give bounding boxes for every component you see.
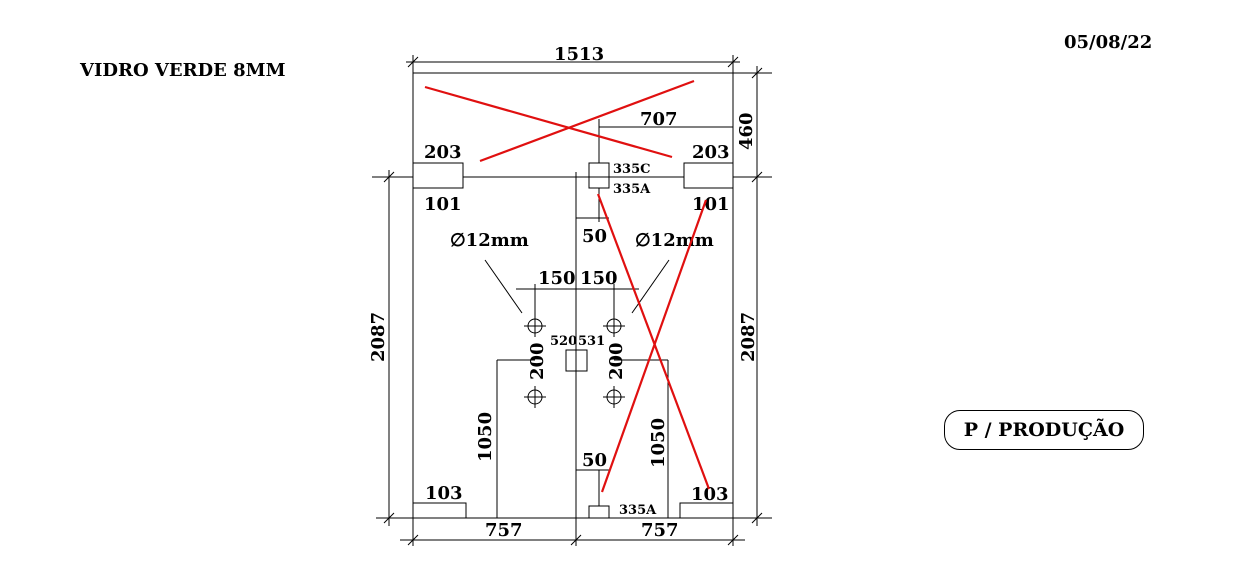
hinge-top-right-code: 101 — [692, 194, 730, 215]
center-label-left: 520 — [550, 334, 577, 349]
dim-handle-height-left: 1050 — [475, 359, 535, 518]
center-knob: 520 531 — [550, 334, 605, 372]
pivot-bottom-right-code: 103 — [691, 484, 729, 505]
pivot-bottom-left-code: 103 — [425, 483, 463, 504]
dim-center-top-offset: 50 — [582, 226, 607, 247]
dim-bottom-right-text: 757 — [641, 520, 679, 541]
production-badge-label: P / PRODUÇÃO — [963, 419, 1125, 441]
hole-leader-right: ∅12mm — [631, 230, 714, 314]
dim-bottom-left-text: 757 — [485, 520, 523, 541]
lock-bottom-center: 50 335A — [576, 450, 657, 519]
production-badge: P / PRODUÇÃO — [944, 410, 1144, 450]
date-label: 05/08/22 — [1064, 32, 1152, 53]
hinge-top-left-code: 101 — [424, 194, 462, 215]
hole-right-diameter: ∅12mm — [635, 230, 714, 251]
dim-top-height-text: 460 — [736, 112, 757, 150]
dim-left-height: 2087 — [368, 170, 413, 526]
lock-top-center: 335C 335A 50 — [576, 162, 651, 247]
dim-hole-spacing-left-v: 200 — [527, 342, 548, 380]
hole-left-bottom-icon — [524, 386, 546, 408]
dim-handle-height-left-text: 1050 — [475, 412, 496, 462]
cancel-cross-door-icon — [596, 193, 711, 493]
hinge-top-left: 203 101 — [412, 142, 464, 215]
material-label: VIDRO VERDE 8MM — [79, 60, 286, 81]
hinge-top-right-width: 203 — [692, 142, 730, 163]
hole-leader-left: ∅12mm — [450, 230, 529, 314]
dim-right-height-text: 2087 — [738, 312, 759, 362]
hinge-top-left-width: 203 — [424, 142, 462, 163]
dim-top-height: 460 — [733, 66, 772, 186]
dim-top-offset: 707 — [598, 109, 733, 165]
hole-right-top-icon — [603, 315, 625, 337]
hole-right-bottom-icon — [603, 386, 625, 408]
hinge-top-right: 203 101 — [683, 142, 734, 215]
dim-overall-width-text: 1513 — [554, 44, 604, 65]
pivot-bottom-left: 103 — [412, 483, 467, 519]
lock-top-code-2: 335A — [613, 182, 651, 197]
hole-left-diameter: ∅12mm — [450, 230, 529, 251]
lock-top-code-1: 335C — [613, 162, 650, 177]
dim-right-height: 2087 — [733, 186, 772, 526]
dim-hole-spacing-h: 150 150 — [516, 268, 639, 316]
hole-left-top-icon — [524, 315, 546, 337]
center-label-right: 531 — [578, 334, 605, 349]
dim-hole-spacing-left-text: 150 — [538, 268, 576, 289]
dim-hole-spacing-right-text: 150 — [580, 268, 618, 289]
cancel-cross-transom-icon — [424, 79, 695, 163]
dim-handle-height-right-text: 1050 — [648, 418, 669, 468]
dim-center-bottom-offset: 50 — [582, 450, 607, 471]
pivot-bottom-right: 103 — [679, 484, 734, 519]
dim-top-offset-text: 707 — [640, 109, 678, 130]
dim-overall-width: 1513 — [406, 44, 740, 73]
dim-hole-spacing-right-v: 200 — [606, 342, 627, 380]
lock-bottom-code: 335A — [619, 503, 657, 518]
dim-left-height-text: 2087 — [368, 312, 389, 362]
dim-handle-height-right: 1050 — [614, 359, 669, 518]
dim-bottom-widths: 757 757 — [400, 518, 745, 546]
